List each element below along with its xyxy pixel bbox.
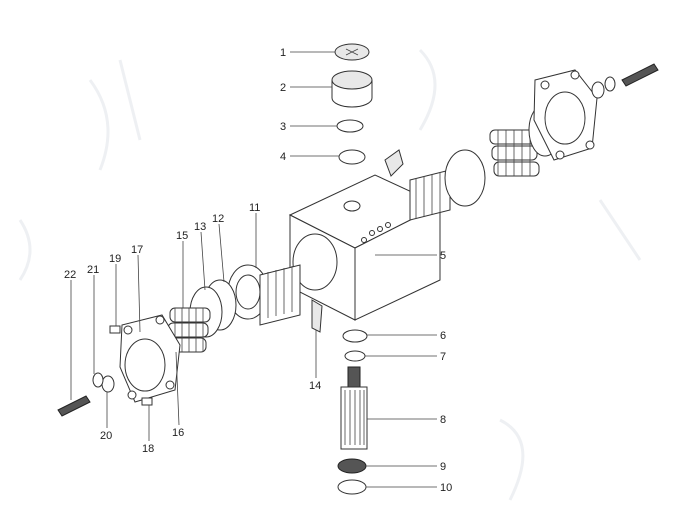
o-ring-6 — [342, 329, 368, 343]
callout-17: 17 — [131, 244, 143, 256]
callout-3: 3 — [280, 121, 286, 133]
watermark — [18, 48, 642, 501]
callout-22: 22 — [64, 269, 76, 281]
callout-1: 1 — [280, 47, 286, 59]
callout-7: 7 — [440, 351, 446, 363]
springs-right — [489, 129, 540, 177]
callout-13: 13 — [194, 221, 206, 233]
bearing-9 — [337, 458, 367, 474]
callouts: 1 2 3 4 5 6 7 8 9 10 11 12 13 14 15 16 1… — [64, 47, 452, 494]
washer-20 — [101, 375, 115, 393]
callout-19: 19 — [109, 253, 121, 265]
piston-left — [227, 264, 301, 326]
adjust-screw-right — [621, 63, 659, 87]
adjust-screw-22 — [57, 395, 91, 417]
circlip-7 — [344, 350, 366, 362]
o-ring-10 — [337, 479, 367, 495]
indicator-cap — [334, 43, 370, 61]
callout-21: 21 — [87, 264, 99, 276]
callout-14: 14 — [309, 380, 321, 392]
pinion-shaft — [340, 366, 368, 450]
washer — [338, 149, 366, 165]
leader-lines — [70, 51, 437, 488]
callout-4: 4 — [280, 151, 286, 163]
bolts-left — [109, 325, 153, 406]
callout-6: 6 — [440, 330, 446, 342]
callout-2: 2 — [280, 82, 286, 94]
callout-11: 11 — [249, 202, 260, 214]
callout-8: 8 — [440, 414, 446, 426]
actuator-body — [288, 174, 442, 321]
callout-16: 16 — [172, 427, 184, 439]
washer-right — [591, 81, 605, 99]
callout-20: 20 — [100, 430, 112, 442]
callout-5: 5 — [440, 250, 446, 262]
end-cap-left — [119, 314, 181, 403]
end-cap-right — [533, 69, 598, 161]
indicator-body — [331, 70, 373, 108]
cam-14 — [311, 299, 323, 333]
circlip — [336, 119, 364, 133]
callout-12: 12 — [212, 213, 224, 225]
nut-right — [604, 76, 616, 92]
nut-21 — [92, 372, 104, 388]
callout-15: 15 — [176, 230, 188, 242]
callout-18: 18 — [142, 443, 154, 455]
piston-right — [409, 149, 486, 221]
cam-top — [384, 149, 404, 177]
callout-10: 10 — [440, 482, 452, 494]
callout-9: 9 — [440, 461, 446, 473]
